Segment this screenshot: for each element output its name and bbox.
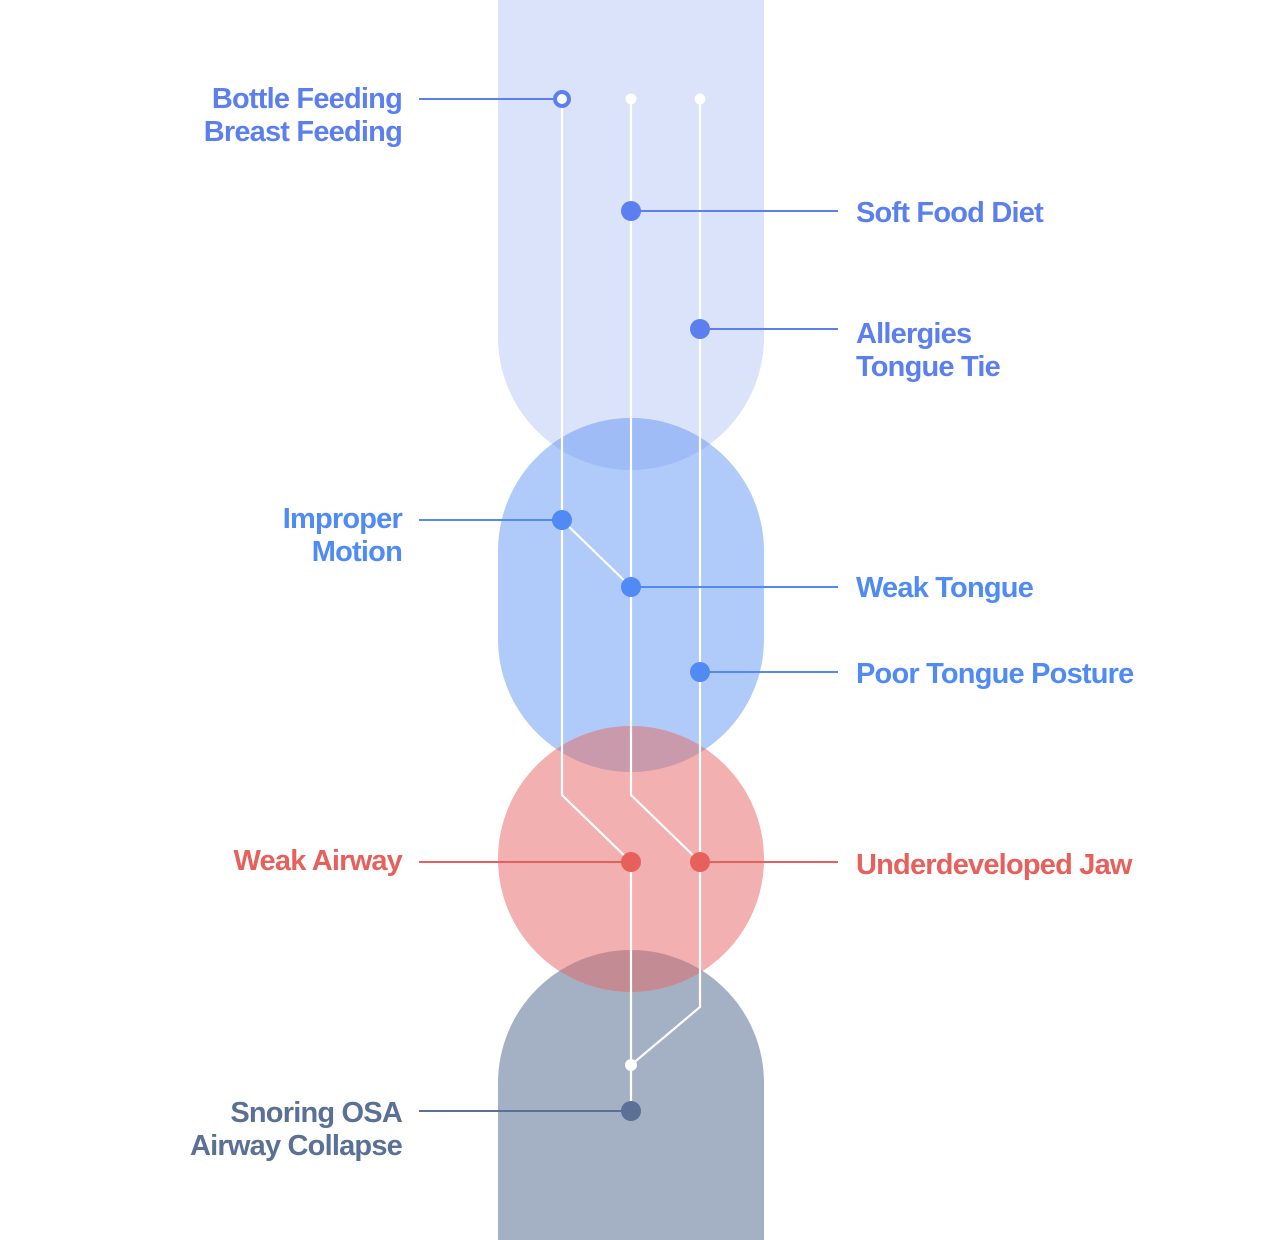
label-allergies-tongue-tie: Allergies Tongue Tie xyxy=(856,318,1001,383)
label-improper-motion: Improper Motion xyxy=(282,503,403,568)
label-snoring-osa-airway-collapse: Snoring OSA Airway Collapse xyxy=(189,1097,403,1162)
node-weaktongue-dot-icon[interactable] xyxy=(621,577,641,597)
label-weak-tongue: Weak Tongue xyxy=(856,572,1034,604)
start-dot-icon xyxy=(694,93,706,105)
label-weak-airway: Weak Airway xyxy=(233,845,402,877)
node-posture-dot-icon[interactable] xyxy=(690,662,710,682)
leader-lines xyxy=(419,98,838,1112)
junction-dot-icon xyxy=(625,1059,637,1071)
label-underdeveloped-jaw: Underdeveloped Jaw xyxy=(856,849,1132,881)
label-bottle-feeding: Bottle Feeding Breast Feeding xyxy=(203,83,403,148)
connector-allergies-to-snoring xyxy=(630,99,702,1066)
node-bottle-ring-icon[interactable] xyxy=(553,90,571,108)
node-jaw-dot-icon[interactable] xyxy=(690,852,710,872)
start-dot-icon xyxy=(625,93,637,105)
nodes xyxy=(552,90,710,1121)
node-softfood-dot-icon[interactable] xyxy=(621,201,641,221)
node-weakairway-dot-icon[interactable] xyxy=(621,852,641,872)
connector-bottle-to-weakairway xyxy=(560,99,632,863)
connector-softfood-to-jaw xyxy=(629,99,701,863)
node-snoring-dot-icon[interactable] xyxy=(621,1101,641,1121)
label-soft-food-diet: Soft Food Diet xyxy=(856,197,1044,229)
node-allergies-dot-icon[interactable] xyxy=(690,319,710,339)
node-improper-dot-icon[interactable] xyxy=(552,510,572,530)
label-poor-tongue-posture: Poor Tongue Posture xyxy=(856,658,1134,690)
connector-improper-to-weaktongue xyxy=(561,519,632,588)
connector-lines xyxy=(560,99,702,1111)
